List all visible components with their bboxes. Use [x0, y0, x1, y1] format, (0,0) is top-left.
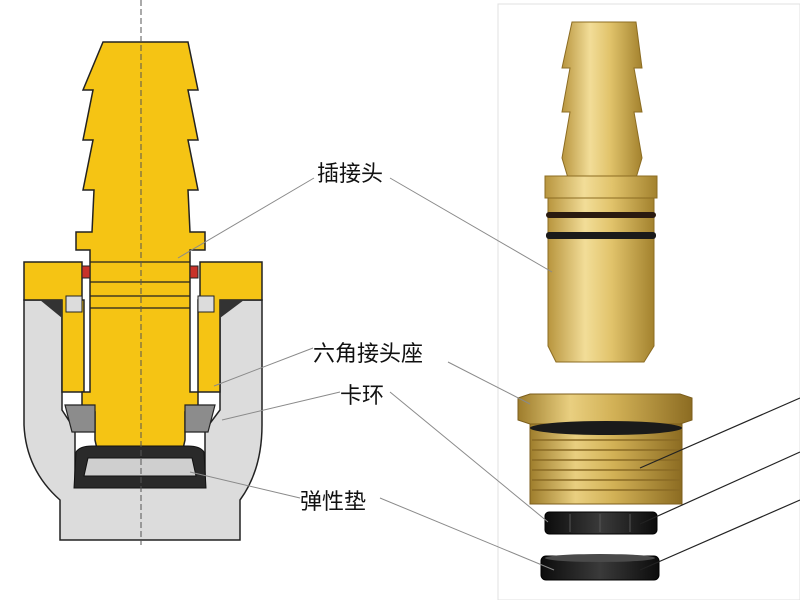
plug-o-ring — [546, 212, 656, 218]
plug-body — [547, 197, 655, 363]
thread-lines — [532, 439, 680, 491]
seat-notch-right — [197, 295, 215, 313]
o-ring-right — [189, 265, 199, 279]
hex-seat-thread-body — [529, 423, 683, 505]
plug-collar — [544, 175, 658, 199]
plug-barb — [561, 21, 643, 179]
thread-right — [220, 300, 244, 318]
photo-frame — [497, 3, 800, 600]
leader-washer-right — [379, 497, 555, 571]
label-elastic-washer: 弹性垫 — [300, 490, 367, 515]
label-clip-ring: 卡环 — [340, 384, 385, 409]
seat-notch-left — [65, 295, 83, 313]
right-pointer-lines — [639, 397, 800, 571]
elastic-washer-inner — [83, 457, 197, 477]
clip-ring-photo — [544, 511, 658, 535]
clip-ring-segments — [569, 514, 631, 532]
clip-ring-left — [64, 404, 96, 433]
hex-seat-gasket — [530, 421, 682, 435]
cross-section-view — [23, 0, 263, 545]
pointer-washer — [639, 499, 800, 571]
leader-plug-left — [177, 177, 315, 259]
o-ring-left — [81, 265, 91, 279]
plug-o-ring — [546, 232, 656, 239]
leader-hex-right — [447, 361, 531, 405]
leader-plug-right — [389, 177, 553, 273]
leader-clip-right — [389, 391, 549, 523]
hex-seat-top — [517, 393, 693, 425]
thread-left — [40, 300, 62, 318]
leader-lines — [177, 177, 555, 571]
elastic-washer-photo-top — [545, 554, 655, 562]
leader-washer-left — [189, 471, 301, 499]
label-hex-seat: 六角接头座 — [313, 342, 424, 367]
pointer-thread — [639, 397, 800, 469]
exploded-view — [517, 21, 693, 581]
clip-ring-right — [184, 404, 216, 433]
leader-hex-left — [213, 347, 314, 387]
pointer-clip — [639, 451, 800, 525]
leader-clip-left — [221, 391, 341, 421]
label-plug: 插接头 — [317, 162, 384, 187]
